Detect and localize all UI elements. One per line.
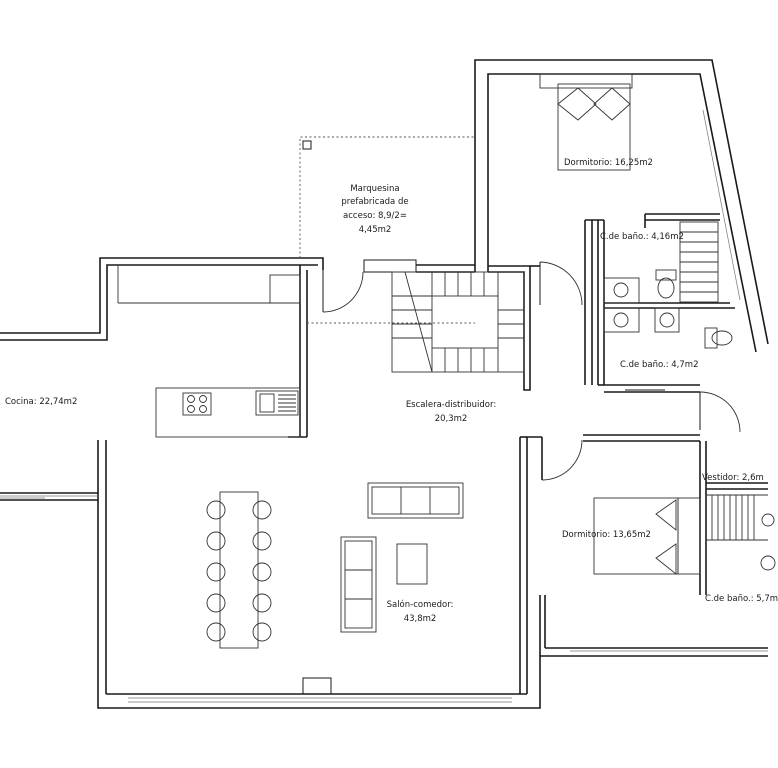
label-salon-2: 43,8m2 (403, 614, 437, 624)
label-cocina: Cocina: 22,74m2 (5, 397, 78, 407)
label-bano-1: C.de baño.: 4,16m2 (600, 232, 684, 242)
stairs (391, 271, 525, 373)
label-salon-1: Salón-comedor: (386, 600, 454, 610)
label-escalera-1: Escalera-distribuidor: (405, 400, 497, 410)
label-marquesina-4: 4,45m2 (358, 225, 392, 235)
kitchen-fixtures (117, 265, 301, 438)
label-vestidor: Vestidor: 2,6m (702, 473, 764, 483)
dining-table (206, 491, 272, 649)
label-bano-3: C.de baño.: 5,7m (705, 594, 778, 604)
bed-2 (593, 497, 701, 575)
canopy-outline (299, 136, 475, 324)
label-dormitorio-1: Dormitorio: 16,25m2 (564, 158, 653, 168)
doors (322, 261, 741, 481)
label-escalera-2: 20,3m2 (434, 414, 468, 424)
label-marquesina-3: acceso: 8,9/2= (343, 211, 407, 221)
label-bano-2: C.de baño.: 4,7m2 (620, 360, 699, 370)
bed-1 (539, 73, 633, 171)
living-furniture (340, 482, 464, 633)
label-marquesina-2: prefabricada de (341, 197, 409, 207)
bath-fixtures (603, 221, 776, 571)
label-dormitorio-2: Dormitorio: 13,65m2 (562, 530, 651, 540)
label-marquesina-1: Marquesina (350, 184, 400, 194)
